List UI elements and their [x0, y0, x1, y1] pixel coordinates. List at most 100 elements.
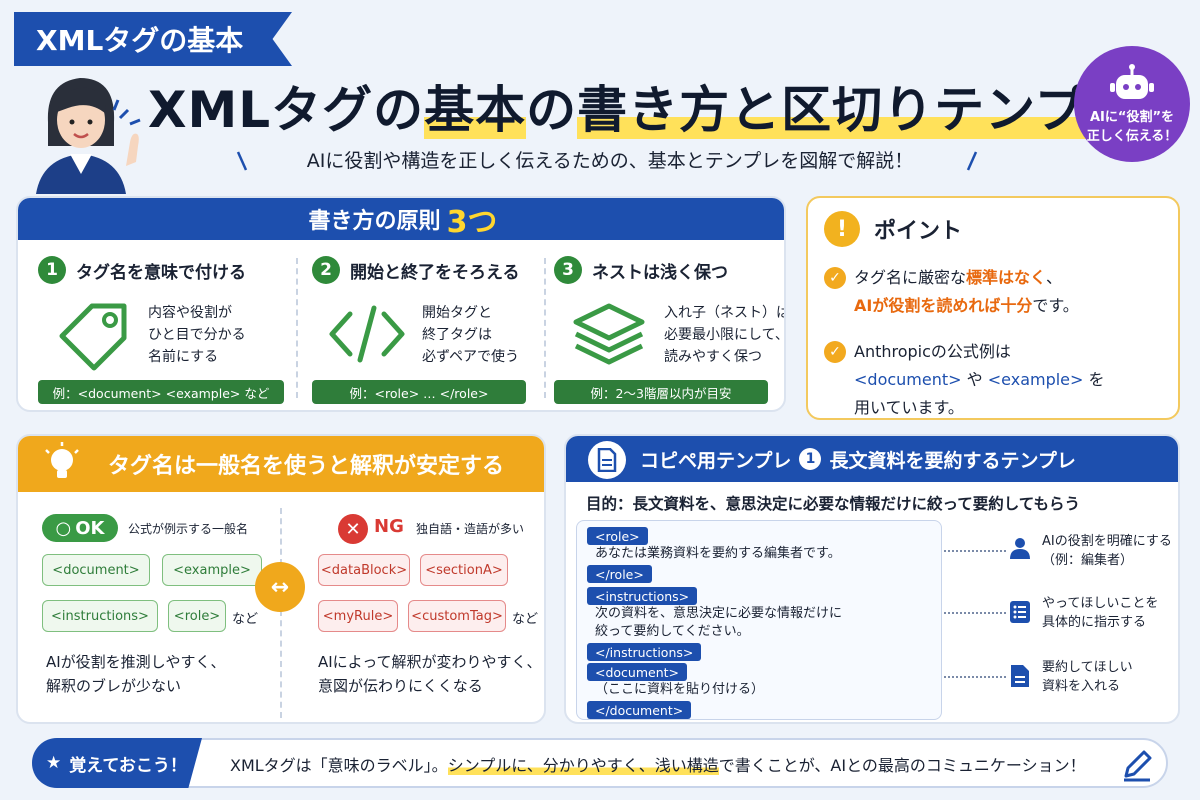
principle-number: 2	[312, 256, 340, 284]
point-text: や	[966, 370, 983, 389]
template-number: 1	[799, 448, 822, 470]
code-tag: </instructions>	[587, 643, 702, 661]
code-line: 次の資料を、意思決定に必要な情報だけに	[595, 606, 843, 621]
exclamation-icon: !	[824, 211, 860, 247]
connector-dots	[944, 612, 1006, 614]
pen-icon	[1124, 750, 1152, 782]
principle-desc: 必ずペアで使う	[422, 349, 520, 365]
footer-badge-label: 覚えておこう！	[69, 755, 187, 776]
ng-note: 独自語・造語が多い	[416, 522, 525, 536]
annotation-line: 具体的に指示する	[1042, 615, 1147, 630]
template-title: コピペ用テンプレ	[640, 449, 792, 472]
principle-1: 1 タグ名を意味で付ける 内容や役割が ひと目で分かる 名前にする 例：<docu…	[38, 256, 288, 406]
robot-icon	[1110, 64, 1154, 99]
code-tag: <document>	[587, 663, 688, 681]
star-icon: ★	[46, 753, 62, 773]
principle-desc: 終了タグは	[422, 327, 492, 343]
template-header: コピペ用テンプレ 1 長文資料を要約するテンプレ	[566, 436, 1178, 482]
ng-etc: など	[512, 612, 539, 627]
connector-dots	[944, 550, 1006, 552]
principle-example: 例：<role> … </role>	[312, 380, 526, 404]
section-ribbon: XMLタグの基本	[14, 12, 292, 66]
point-header: ! ポイント	[824, 208, 1164, 250]
ok-label: OK	[75, 517, 105, 539]
code-tag: <instructions>	[587, 587, 698, 605]
ng-description: AIによって解釈が変わりやすく、 意図が伝わりにくくなる	[318, 650, 542, 698]
footer-text: XMLタグは「意味のラベル」。	[230, 756, 448, 775]
template-subtitle: 長文資料を要約するテンプレ	[829, 449, 1076, 472]
page-title: XMLタグの基本の書き方と区切りテンプレ	[148, 81, 1137, 139]
principle-example: 例：<document> <example> など	[38, 380, 284, 404]
ng-tag-chip: <myRule>	[318, 600, 398, 632]
principles-header: 書き方の原則 3つ	[18, 198, 784, 240]
code-line: 絞って要約してください。	[595, 624, 750, 639]
check-icon: ✓	[824, 341, 846, 363]
principle-desc: 内容や役割が	[148, 305, 232, 321]
principle-title: ネストは浅く保つ	[592, 262, 728, 283]
ng-tag-chip: <sectionA>	[420, 554, 508, 586]
accent-lines-icon	[966, 151, 978, 171]
principle-number: 3	[554, 256, 582, 284]
accent-lines-icon	[236, 151, 248, 171]
principle-desc: ひと目で分かる	[148, 327, 246, 343]
template-purpose: 目的：長文資料を、意思決定に必要な情報だけに絞って要約してもらう	[586, 495, 1080, 513]
column-divider	[296, 258, 298, 398]
principle-title: 開始と終了をそろえる	[350, 262, 520, 283]
point-text: 用いています。	[854, 398, 964, 417]
footer-text: で書くことが、AIとの最高のコミュニケーション！	[718, 756, 1086, 775]
point-item-2: ✓ Anthropicの公式例は <document> や <example> …	[824, 338, 1174, 422]
connector-dots	[944, 676, 1006, 678]
code-tag: </document>	[587, 701, 692, 719]
person-icon	[1006, 534, 1034, 562]
annotation-line: やってほしいことを	[1042, 596, 1159, 611]
ng-tag-chip: <dataBlock>	[318, 554, 410, 586]
annotation-instructions: やってほしいことを 具体的に指示する	[1042, 594, 1178, 632]
badge-line-1: AIに“役割”を	[1090, 110, 1174, 125]
ng-label: NG	[374, 516, 404, 537]
column-divider	[544, 258, 546, 398]
compare-arrow-icon: ↔	[255, 562, 305, 612]
principle-number: 1	[38, 256, 66, 284]
ng-desc-line: AIによって解釈が変わりやすく、	[318, 653, 542, 671]
template-code-block[interactable]: <role> あなたは業務資料を要約する編集者です。 </role> <inst…	[576, 520, 942, 720]
point-emphasis: AIが役割を読めれば十分	[854, 296, 1033, 315]
code-example: <example>	[987, 370, 1084, 389]
ok-ng-divider	[280, 508, 282, 718]
principle-desc: 名前にする	[148, 349, 219, 365]
point-text: Anthropicの公式例は	[854, 342, 1011, 361]
lightbulb-icon	[45, 442, 79, 478]
point-text: を	[1088, 370, 1105, 389]
point-panel: ! ポイント ✓ タグ名に厳密な標準はなく、 AIが役割を読めれば十分です。 ✓…	[806, 196, 1180, 420]
ok-badge: ○OK	[42, 514, 118, 542]
tagname-panel: タグ名は一般名を使うと解釈が安定する ○OK 公式が例示する一般名 <docum…	[16, 434, 546, 724]
template-panel: コピペ用テンプレ 1 長文資料を要約するテンプレ 目的：長文資料を、意思決定に必…	[564, 434, 1180, 724]
ok-note: 公式が例示する一般名	[128, 522, 249, 536]
code-line: （ここに資料を貼り付ける）	[595, 682, 765, 697]
principle-title: タグ名を意味で付ける	[76, 262, 246, 283]
presenter-illustration	[36, 78, 141, 194]
footer-message: XMLタグは「意味のラベル」。シンプルに、分かりやすく、浅い構造で書くことが、A…	[230, 752, 1120, 776]
check-icon: ✓	[824, 267, 846, 289]
principle-desc: 開始タグと	[422, 305, 492, 321]
layers-icon	[573, 303, 645, 365]
principle-desc: 読みやすく保つ	[664, 349, 762, 365]
point-item-1: ✓ タグ名に厳密な標準はなく、 AIが役割を読めれば十分です。	[824, 264, 1174, 320]
ok-tag-chip: <role>	[168, 600, 226, 632]
ok-etc: など	[232, 612, 259, 627]
principle-example: 例：2〜3階層以内が目安	[554, 380, 768, 404]
footer-banner: ★ 覚えておこう！ XMLタグは「意味のラベル」。シンプルに、分かりやすく、浅い…	[32, 738, 1168, 788]
principle-desc: 必要最小限にして、	[664, 327, 786, 343]
footer-highlight: シンプルに、分かりやすく、浅い構造	[447, 756, 719, 775]
principles-title: 書き方の原則	[308, 209, 441, 234]
code-brackets-icon	[329, 305, 405, 363]
footer-badge: ★ 覚えておこう！	[32, 738, 202, 788]
code-tag: <role>	[587, 527, 648, 545]
code-example: <document>	[854, 370, 962, 389]
document-icon	[1006, 662, 1034, 690]
point-text: です。	[1032, 296, 1079, 315]
annotation-line: 要約してほしい	[1042, 660, 1133, 675]
list-icon	[1006, 598, 1034, 626]
ng-desc-line: 意図が伝わりにくくなる	[318, 677, 483, 695]
point-text: 、	[1046, 268, 1063, 287]
